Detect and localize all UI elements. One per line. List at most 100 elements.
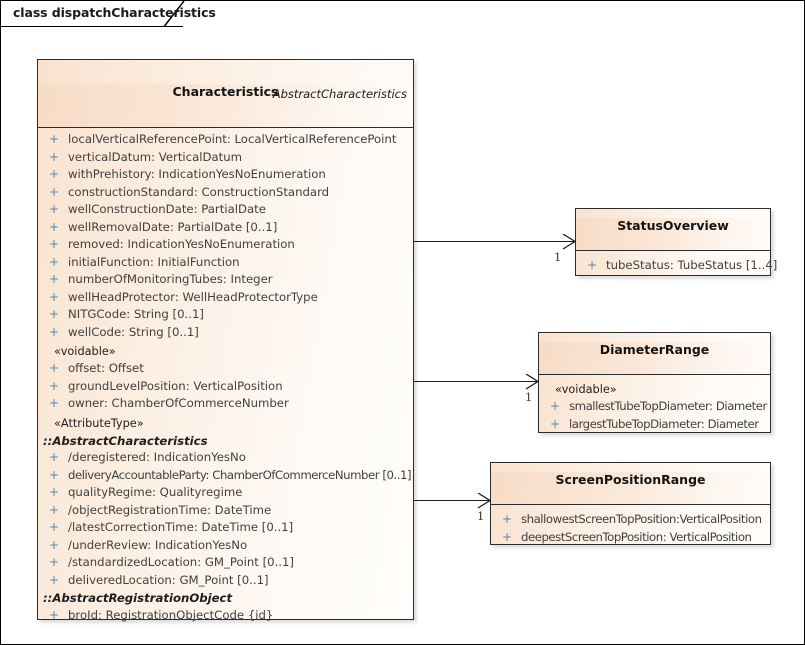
diagram-title: class dispatchCharacteristics <box>13 5 216 20</box>
attribute-signature: withPrehistory: IndicationYesNoEnumerati… <box>68 167 326 181</box>
attribute-row[interactable]: +offset: Offset <box>38 360 413 378</box>
attribute-signature: wellConstructionDate: PartialDate <box>68 202 266 216</box>
attribute-signature: constructionStandard: ConstructionStanda… <box>68 184 330 199</box>
attribute-visibility: + <box>49 149 60 164</box>
attribute-visibility: + <box>49 202 60 216</box>
attribute-signature: /standardizedLocation: GM_Point [0..1] <box>68 555 294 569</box>
attribute-row[interactable]: + wellConstructionDate: PartialDate <box>38 201 413 219</box>
stereotype-voidable-diameter-range: «voidable» <box>555 383 617 396</box>
attribute-visibility: + <box>550 399 561 413</box>
attribute-signature: broId: RegistrationObjectCode {id} <box>68 607 274 622</box>
attribute-signature: tubeStatus: TubeStatus [1..4] <box>606 258 778 272</box>
attribute-visibility: + <box>49 132 60 146</box>
association-line-diameter-range <box>414 381 538 383</box>
association-arrowhead-diameter-range <box>524 373 540 390</box>
attribute-row[interactable]: + broId: RegistrationObjectCode {id} <box>38 607 413 625</box>
attribute-signature: initialFunction: InitialFunction <box>68 254 240 269</box>
attribute-row[interactable]: + qualityRegime: Qualityregime <box>38 484 413 502</box>
class-header-characteristics: AbstractCharacteristics Characteristics <box>38 84 413 128</box>
attribute-signature: NITGCode: String [0..1] <box>68 307 204 321</box>
class-attributes-characteristics: + localVerticalReferencePoint: LocalVerti… <box>38 128 413 628</box>
multiplicity-status-overview: 1 <box>554 250 562 264</box>
attribute-row[interactable]: +deliveryAccountableParty: ChamberOfComm… <box>38 467 413 485</box>
class-name: Characteristics <box>172 84 279 99</box>
multiplicity-diameter-range: 1 <box>525 390 533 404</box>
attribute-row[interactable]: + owner: ChamberOfCommerceNumber <box>38 395 413 413</box>
attribute-signature: numberOfMonitoringTubes: Integer <box>68 272 273 286</box>
attribute-visibility: + <box>49 378 60 393</box>
attribute-signature: smallestTubeTopDiameter: Diameter <box>569 399 767 413</box>
attribute-signature: owner: ChamberOfCommerceNumber <box>68 396 289 410</box>
attribute-row[interactable]: + groundLevelPosition: VerticalPosition <box>38 378 413 396</box>
class-stereotype: AbstractCharacteristics <box>272 87 407 101</box>
attribute-visibility: + <box>502 529 513 544</box>
class-header-diameter-range: DiameterRange <box>539 342 770 375</box>
attribute-signature: localVerticalReferencePoint: LocalVertic… <box>68 132 397 146</box>
class-header-screen-position-range: ScreenPositionRange <box>491 472 770 505</box>
attribute-visibility: + <box>49 396 60 410</box>
attribute-row[interactable]: +removed: IndicationYesNoEnumeration <box>38 236 413 254</box>
class-attributes-diameter-range: «voidable» + smallestTubeTopDiameter: Diam… <box>539 375 770 437</box>
attribute-visibility: + <box>49 237 60 251</box>
stereotype-voidable: «voidable» <box>54 345 116 358</box>
attribute-row[interactable]: + deepestScreenTopPosition: VerticalPosit… <box>491 529 770 547</box>
attribute-row[interactable]: + initialFunction: InitialFunction <box>38 254 413 272</box>
attribute-visibility: + <box>49 572 60 587</box>
attribute-row[interactable]: +/latestCorrectionTime: DateTime [0..1] <box>38 519 413 537</box>
class-name-screen-position-range: ScreenPositionRange <box>555 472 706 487</box>
attribute-visibility: + <box>49 502 60 517</box>
attribute-signature: /objectRegistrationTime: DateTime <box>68 502 272 517</box>
attribute-row[interactable]: + shallowestScreenTopPosition:VerticalPos… <box>491 511 770 529</box>
attribute-row[interactable]: + tubeStatus: TubeStatus [1..4] <box>576 257 777 275</box>
class-box-diameter-range[interactable]: DiameterRange «voidable» + smallestTubeTop… <box>538 332 771 433</box>
attribute-signature: deliveredLocation: GM_Point [0..1] <box>68 572 269 587</box>
attribute-signature: qualityRegime: Qualityregime <box>68 485 243 499</box>
attribute-row[interactable]: +wellCode: String [0..1] <box>38 324 413 342</box>
inherited-section-abstract-registration-object: ::AbstractRegistrationObject <box>43 591 233 605</box>
attribute-row[interactable]: + numberOfMonitoringTubes: Integer <box>38 271 413 289</box>
association-line-screen-position-range <box>414 500 490 502</box>
association-arrowhead-status-overview <box>561 233 577 250</box>
attribute-row[interactable]: +wellRemovalDate: PartialDate [0..1] <box>38 219 413 237</box>
class-box-status-overview[interactable]: StatusOverview + tubeStatus: TubeStatus [… <box>575 208 777 279</box>
attribute-visibility: + <box>49 324 60 339</box>
attribute-row[interactable]: + localVerticalReferencePoint: LocalVerti… <box>38 131 413 149</box>
attribute-row[interactable]: +wellHeadProtector: WellHeadProtectorTyp… <box>38 289 413 307</box>
attribute-signature: wellHeadProtector: WellHeadProtectorType <box>68 289 318 304</box>
attribute-row[interactable]: + withPrehistory: IndicationYesNoEnumerat… <box>38 166 413 184</box>
attribute-row[interactable]: +largestTubeTopDiameter: Diameter <box>539 416 770 434</box>
attribute-signature: /latestCorrectionTime: DateTime [0..1] <box>68 520 294 534</box>
association-arrowhead-screen-position-range <box>476 492 492 509</box>
attribute-row[interactable]: +verticalDatum: VerticalDatum <box>38 149 413 167</box>
attribute-visibility: + <box>49 361 60 375</box>
attribute-visibility: + <box>49 485 60 499</box>
class-name-status-overview: StatusOverview <box>617 218 729 233</box>
attribute-row[interactable]: + deliveredLocation: GM_Point [0..1] <box>38 572 413 590</box>
attribute-row[interactable]: + smallestTubeTopDiameter: Diameter <box>539 398 770 416</box>
attribute-signature: /underReview: IndicationYesNo <box>68 537 248 552</box>
attribute-row[interactable]: +/deregistered: IndicationYesNo <box>38 449 413 467</box>
class-box-screen-position-range[interactable]: ScreenPositionRange + shallowestScreenTop… <box>490 462 771 545</box>
inherited-section-abstract-characteristics: ::AbstractCharacteristics <box>43 433 208 448</box>
attribute-visibility: + <box>49 167 60 181</box>
attribute-signature: wellRemovalDate: PartialDate [0..1] <box>68 219 278 234</box>
attribute-row[interactable]: + /standardizedLocation: GM_Point [0..1] <box>38 554 413 572</box>
class-attributes-status-overview: + tubeStatus: TubeStatus [1..4] <box>576 251 777 279</box>
attribute-visibility: + <box>49 607 60 622</box>
attribute-visibility: + <box>49 555 60 569</box>
attribute-visibility: + <box>49 272 60 286</box>
attribute-signature: shallowestScreenTopPosition:VerticalPosi… <box>521 512 762 526</box>
attribute-row[interactable]: + constructionStandard: ConstructionStand… <box>38 184 413 202</box>
attribute-visibility: + <box>49 254 60 269</box>
class-attributes-screen-position-range: + shallowestScreenTopPosition:VerticalPos… <box>491 505 770 550</box>
class-box-characteristics[interactable]: AbstractCharacteristics Characteristics … <box>37 59 414 622</box>
attribute-visibility: + <box>587 258 598 272</box>
attribute-signature: deepestScreenTopPosition: VerticalPositi… <box>521 529 752 544</box>
attribute-row[interactable]: +/underReview: IndicationYesNo <box>38 537 413 555</box>
attribute-row[interactable]: + NITGCode: String [0..1] <box>38 306 413 324</box>
attribute-visibility: + <box>502 512 513 526</box>
attribute-visibility: + <box>49 307 60 321</box>
attribute-visibility: + <box>49 184 60 199</box>
attribute-row[interactable]: + /objectRegistrationTime: DateTime <box>38 502 413 520</box>
attribute-signature: groundLevelPosition: VerticalPosition <box>68 378 283 393</box>
